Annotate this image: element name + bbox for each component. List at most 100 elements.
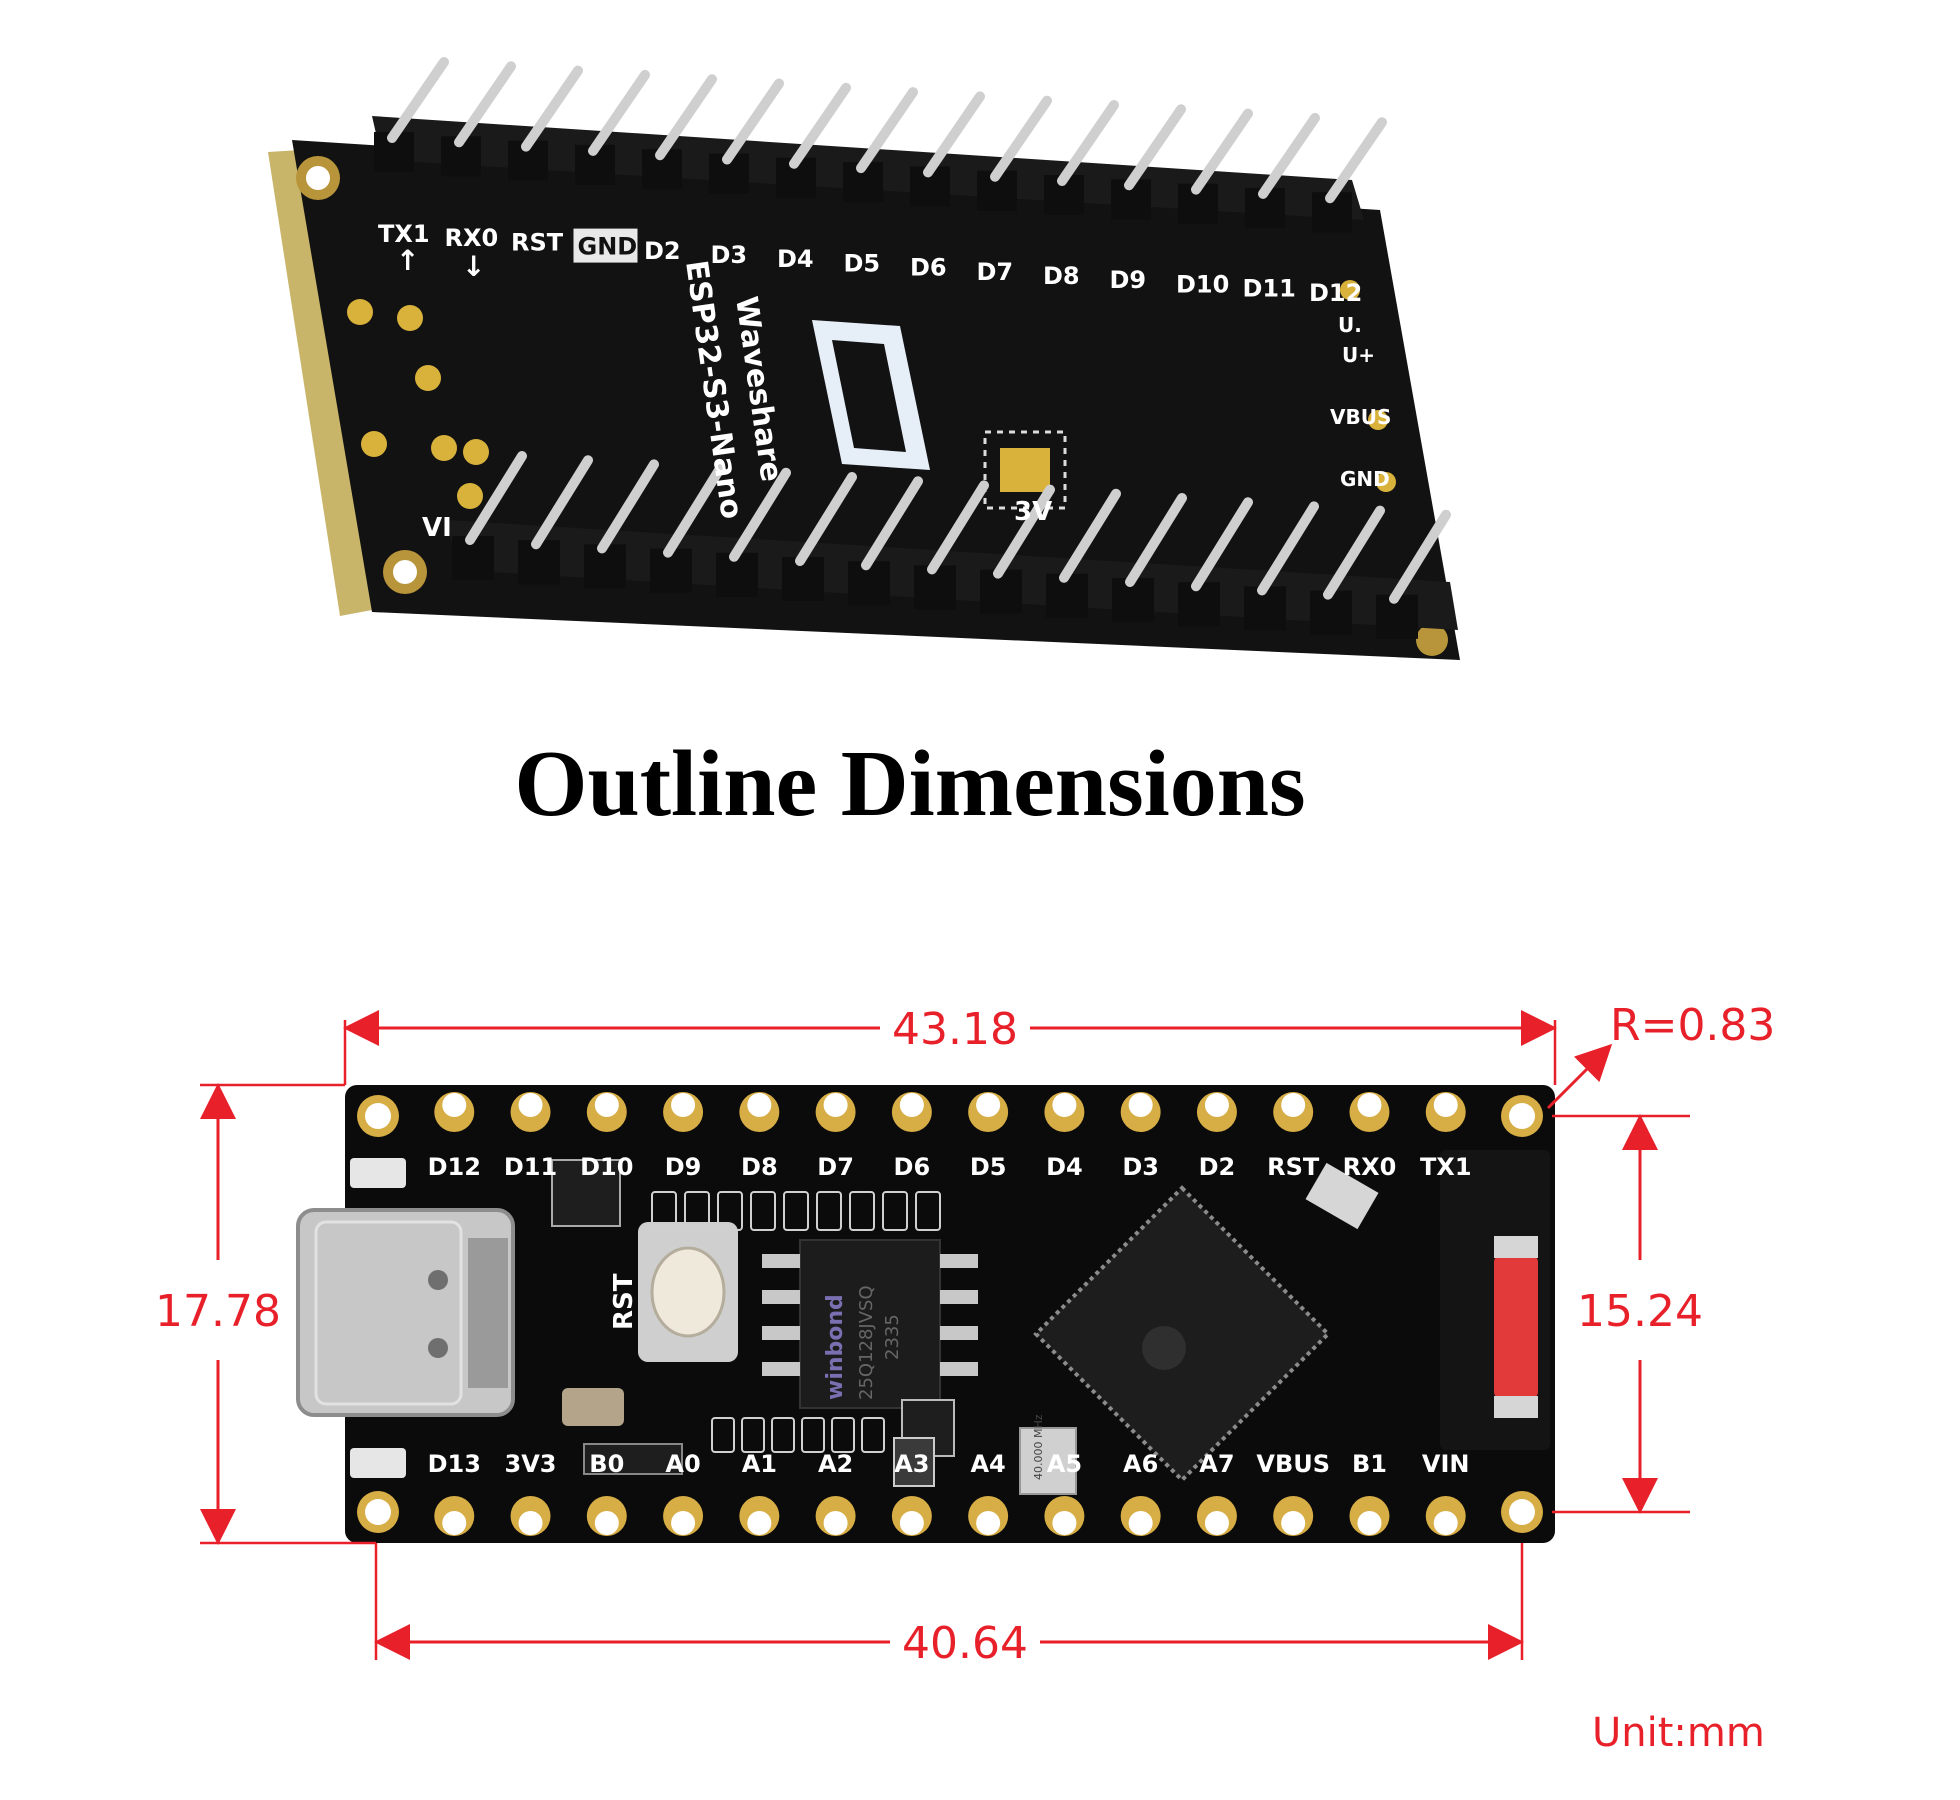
pcb-pin-label-bottom: VBUS [1256, 1450, 1330, 1478]
castellated-hole [976, 1511, 1001, 1535]
header-pin [1191, 497, 1253, 592]
flash-code: 2335 [882, 1314, 903, 1360]
photo-pin-label: D3 [711, 241, 748, 269]
castellated-hole [1357, 1511, 1382, 1535]
castellated-hole [823, 1093, 848, 1117]
dimension-drawing: RST winbond 25Q128JVSQ 2335 40.000 MHz [155, 1000, 1775, 1756]
flash-chip: winbond 25Q128JVSQ 2335 [762, 1239, 978, 1409]
small-crystal [1305, 1162, 1379, 1230]
pcb-pin-label-bottom: A0 [665, 1450, 700, 1478]
photo-side-label: U+ [1342, 343, 1375, 367]
pcb-pin-label-top: TX1 [1420, 1153, 1472, 1181]
smd-resistor [783, 1191, 809, 1231]
dim-top-width: 43.18 [892, 1004, 1018, 1055]
castellated-hole [899, 1093, 924, 1117]
castellated-hole [1433, 1511, 1458, 1535]
pcb-pin-label-bottom: D13 [428, 1450, 481, 1478]
header-pin [1059, 488, 1121, 583]
photo-pin-label: D10 [1176, 270, 1229, 298]
smd-capacitor [861, 1417, 885, 1453]
pcb-pin-label-bottom: A5 [1047, 1450, 1082, 1478]
photo-pin-label: D12 [1309, 279, 1362, 307]
pcb-pin-label-bottom: VIN [1422, 1450, 1470, 1478]
red-connector [1494, 1236, 1538, 1418]
castellated-hole [1128, 1093, 1153, 1117]
dim-bottom-width: 40.64 [902, 1618, 1028, 1669]
castellated-hole [518, 1511, 543, 1535]
gnd-label-bg [573, 228, 638, 263]
smd-capacitor [741, 1417, 765, 1453]
photo-pin-label: TX1 [378, 220, 430, 248]
header-pin [927, 480, 989, 575]
flash-brand: winbond [823, 1294, 848, 1400]
castellated-hole [1204, 1093, 1229, 1117]
castellated-hole [823, 1511, 848, 1535]
castellated-hole [1052, 1093, 1077, 1117]
castellated-hole [594, 1093, 619, 1117]
header-pin [1323, 505, 1385, 600]
pcb-pin-label-top: RST [1267, 1153, 1320, 1181]
castellated-hole [1433, 1093, 1458, 1117]
pcb-pin-label-bottom: A1 [742, 1450, 777, 1478]
page-title: Outline Dimensions [514, 732, 1306, 836]
tx-arrow: ↑ [396, 244, 419, 277]
smd-components [350, 1158, 955, 1487]
header-pin [521, 65, 583, 152]
photo-bottom-pins [452, 451, 1451, 639]
pcb-top-pads [434, 1092, 1466, 1132]
header-pin [990, 95, 1052, 182]
smd-resistor [915, 1191, 941, 1231]
header-pin [993, 484, 1055, 579]
smd-resistor [849, 1191, 875, 1231]
esp32-chip [1033, 1185, 1331, 1483]
photo-label-3v: 3V [1014, 497, 1052, 527]
header-pin [588, 69, 650, 156]
castellated-hole [518, 1093, 543, 1117]
pcb-pin-label-bottom: A4 [970, 1450, 1005, 1478]
pcb-pin-label-top: D3 [1122, 1153, 1159, 1181]
header-pin [923, 91, 985, 178]
flash-part: 25Q128JVSQ [856, 1285, 877, 1400]
pcb-bottom-pads [434, 1496, 1466, 1536]
smd-resistor [882, 1191, 908, 1231]
smd-resistor [651, 1191, 677, 1231]
header-pin [597, 459, 659, 554]
photo-pin-label: D11 [1243, 275, 1296, 303]
unit-label: Unit:mm [1592, 1710, 1765, 1756]
pcb-pin-label-bottom: A2 [818, 1450, 853, 1478]
pcb-pin-label-top: D11 [504, 1153, 557, 1181]
header-pin [1124, 104, 1186, 191]
header-pin [655, 74, 717, 161]
photo-pin-label: D9 [1110, 266, 1147, 294]
smd-capacitor [831, 1417, 855, 1453]
header-pin [454, 61, 516, 148]
mounting-holes [357, 1095, 1543, 1533]
pcb-pin-label-top: D8 [741, 1153, 778, 1181]
castellated-hole [1357, 1093, 1382, 1117]
photo-pin-label: D4 [777, 245, 814, 273]
smd-resistor [684, 1191, 710, 1231]
header-pin [789, 82, 851, 169]
header-pin [531, 455, 593, 550]
header-pin [387, 57, 449, 143]
header-pin [1325, 117, 1387, 204]
dim-radius: R=0.83 [1610, 1000, 1775, 1051]
photo-label-vi: VI [422, 513, 452, 543]
pcb-pin-label-top: D12 [428, 1153, 481, 1181]
header-pin [1191, 108, 1253, 195]
photo-pin-label: D8 [1043, 262, 1080, 290]
photo-pin-label: RST [511, 228, 564, 256]
header-pin [465, 451, 527, 545]
castellated-hole [594, 1511, 619, 1535]
pcb-pin-label-top: D4 [1046, 1153, 1083, 1181]
pcb-pin-label-top: D6 [894, 1153, 931, 1181]
pcb-pin-label-bottom: A3 [894, 1450, 929, 1478]
crystal-oscillator: 40.000 MHz [1019, 1414, 1077, 1495]
photo-side-label: VBUS [1330, 405, 1391, 429]
pcb-pin-label-bottom: A7 [1199, 1450, 1234, 1478]
photo-side-label: GND [1340, 467, 1390, 491]
castellated-hole [442, 1093, 467, 1117]
smd-capacitor [801, 1417, 825, 1453]
castellated-hole [671, 1511, 696, 1535]
